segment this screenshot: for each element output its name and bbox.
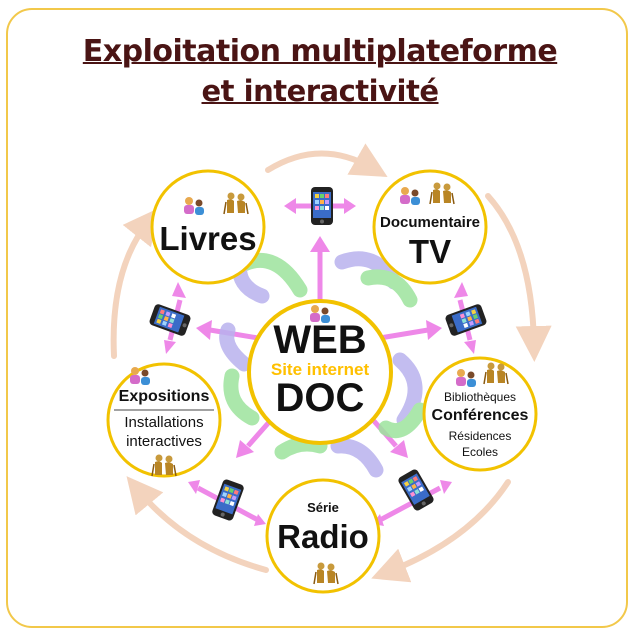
conferences-label: Conférences [431, 407, 529, 424]
livres-circle [150, 169, 266, 285]
conferences-line3: Résidences [448, 429, 512, 443]
radio-label: Radio [277, 518, 369, 555]
documentaire-label: TV [408, 233, 452, 270]
center-bottom: DOC [275, 376, 365, 420]
center-middle: Site internet [270, 360, 370, 379]
radio-sub: Série [307, 500, 339, 515]
documentaire-sub: Documentaire [379, 214, 481, 231]
conferences-line4: Ecoles [461, 445, 499, 459]
title-line-1: Exploitation multiplateforme [82, 34, 558, 69]
radio-circle [265, 478, 381, 594]
expositions-label: Expositions [118, 388, 210, 405]
conferences-top: Bibliothèques [443, 390, 517, 404]
expositions-line2: Installations [124, 414, 204, 431]
pink-arrows [164, 198, 476, 526]
expositions-circle [106, 362, 222, 478]
livres-label: Livres [159, 220, 257, 257]
node-circles [106, 169, 538, 594]
orbit-arrows [110, 143, 552, 583]
expositions-line3: interactives [126, 433, 202, 450]
conferences-circle [422, 356, 538, 472]
center-top: WEB [273, 318, 367, 362]
smartphone-icon [311, 187, 333, 225]
center-circle [247, 299, 393, 445]
title-line-2: et interactivité [201, 74, 440, 108]
